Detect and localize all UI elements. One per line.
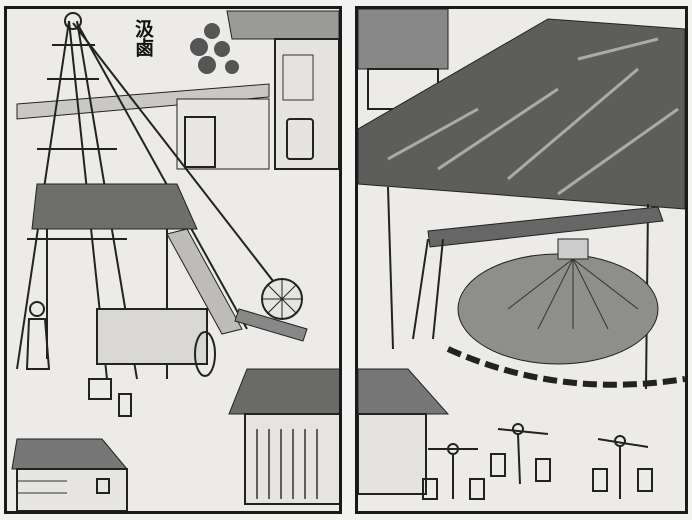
left-panel-brine-derrick: 汲鹵 [4, 6, 342, 514]
right-panel-salt-boiling [355, 6, 688, 514]
print-title: 汲鹵 [132, 19, 154, 57]
salt-shed-illustration [358, 9, 685, 500]
derrick-illustration [11, 10, 339, 511]
